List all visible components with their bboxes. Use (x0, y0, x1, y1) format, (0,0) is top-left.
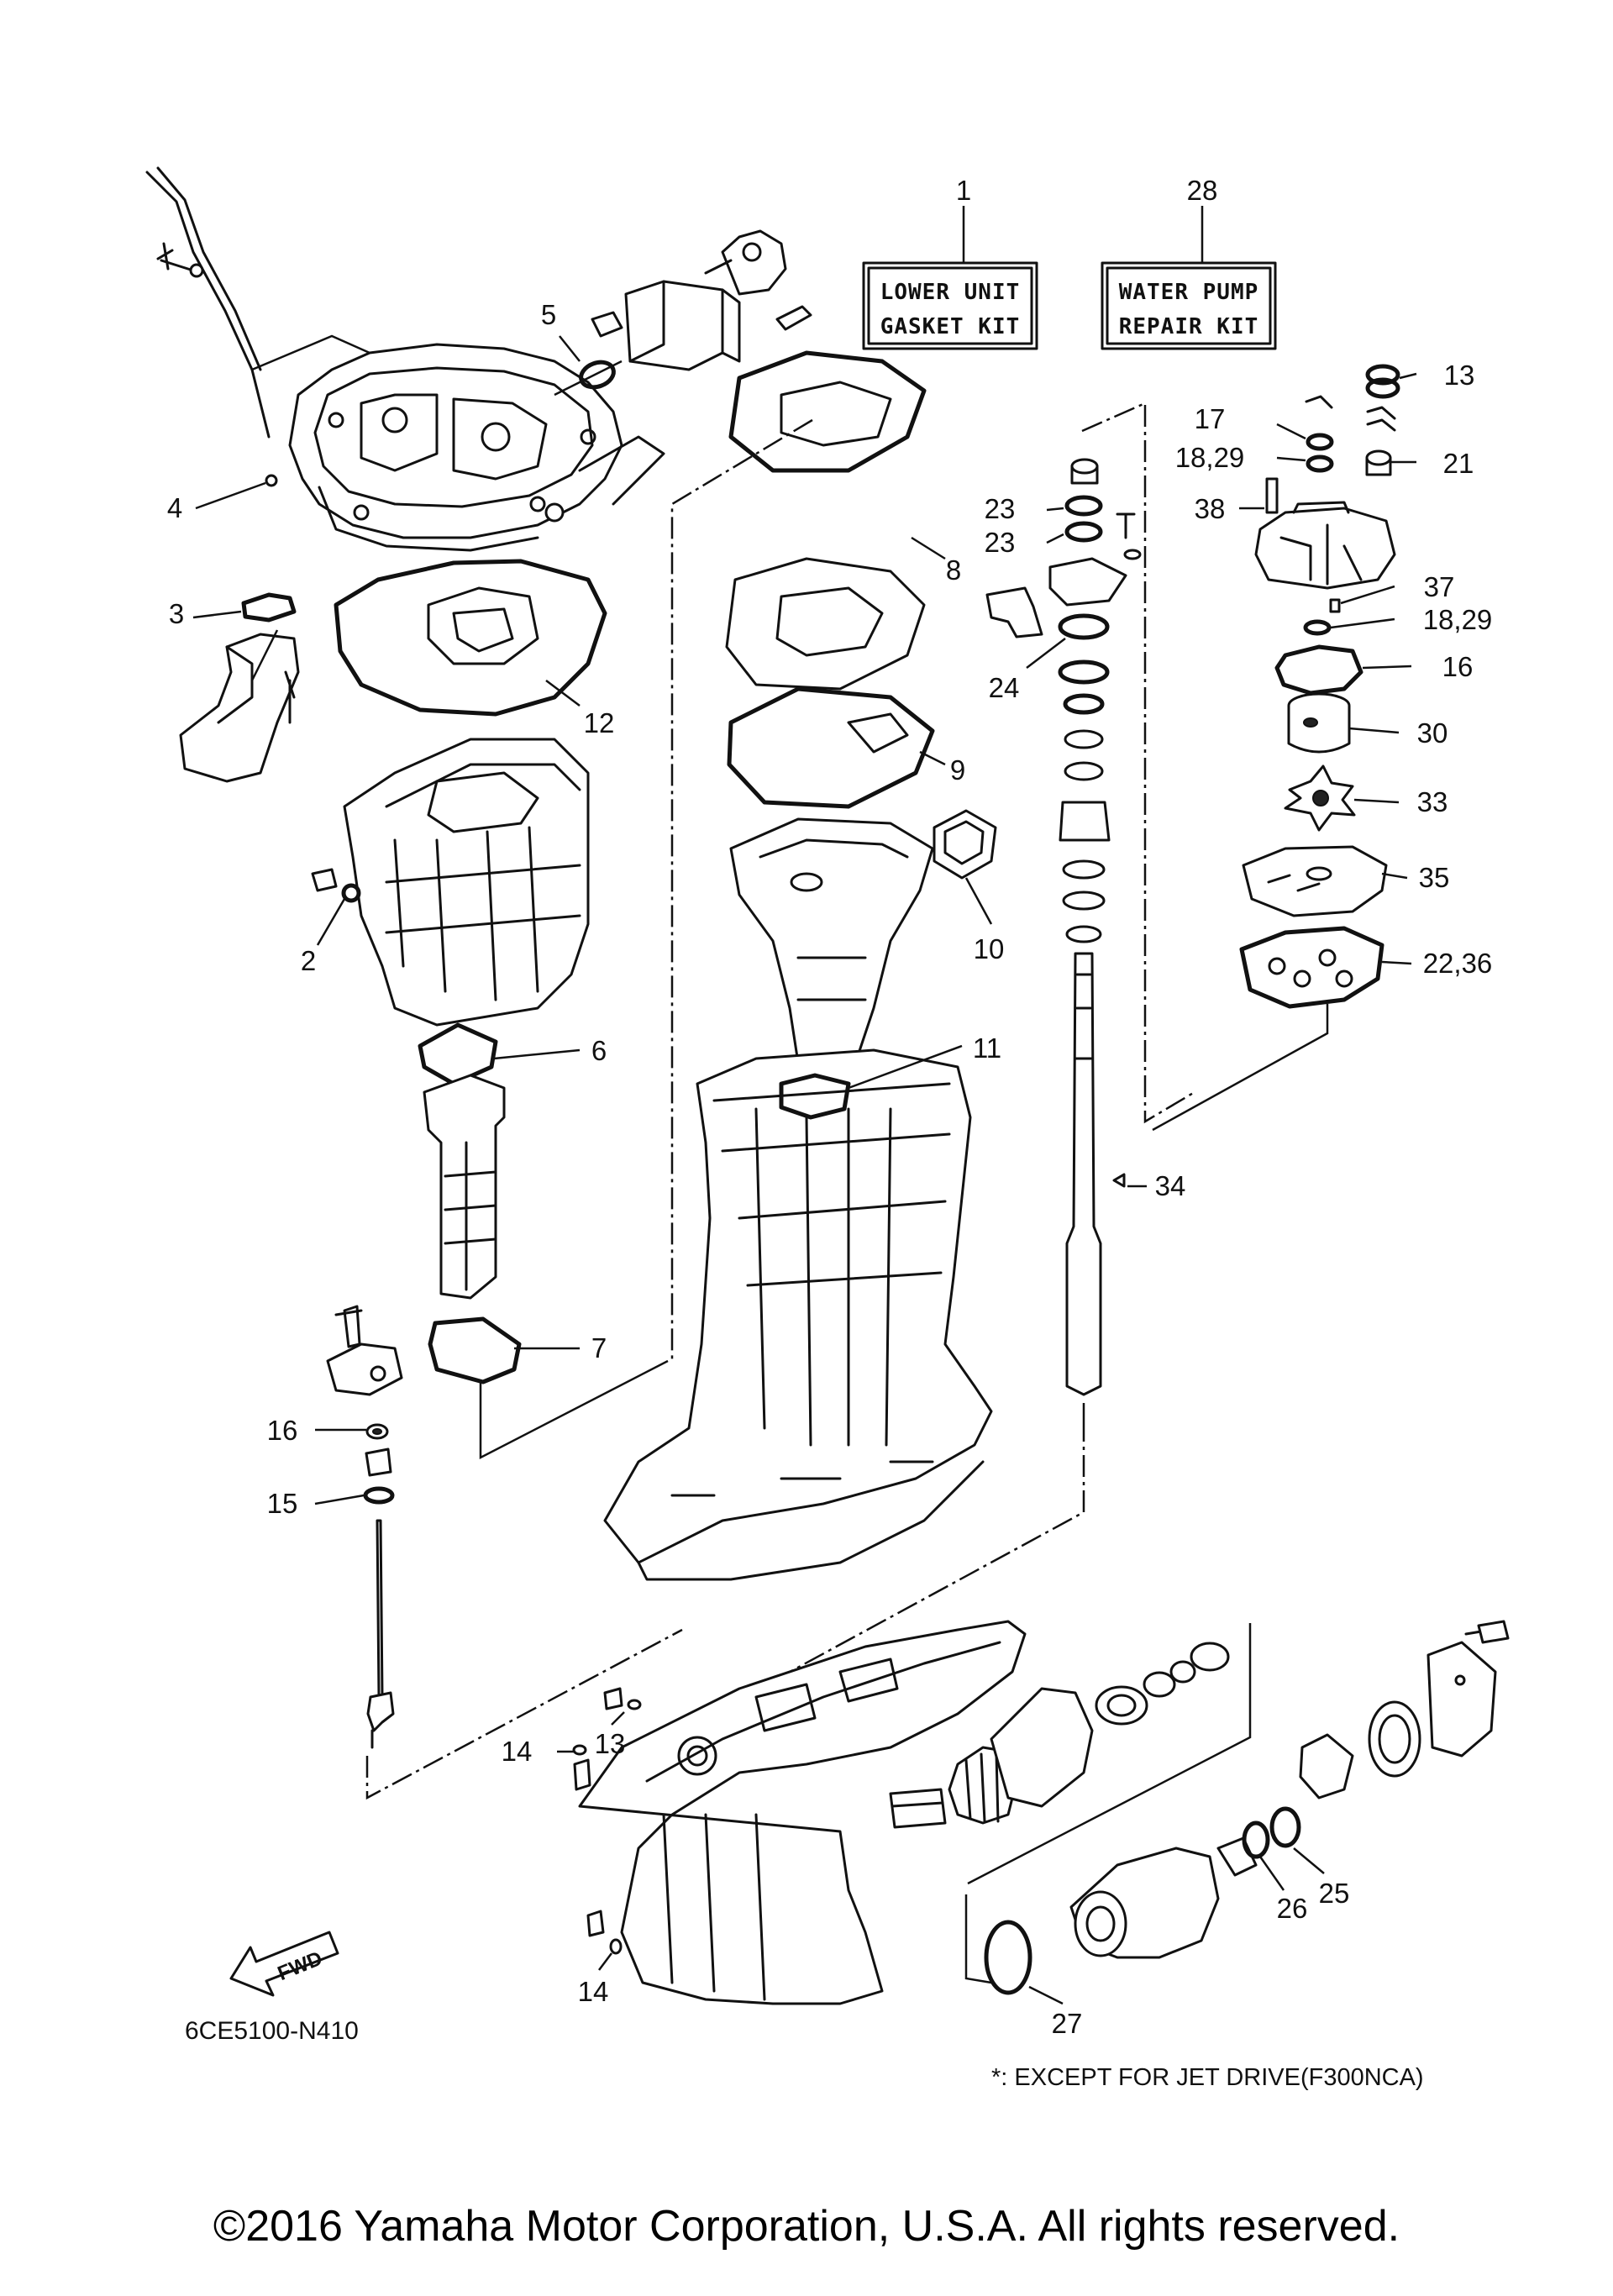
callout-17: 16 (267, 1415, 298, 1446)
water-pump-repair-kit-box: WATER PUMP REPAIR KIT 28 (1101, 175, 1277, 350)
callout-14-upper: 13 (595, 1728, 626, 1759)
callout-26: 26 (1277, 1893, 1308, 1924)
callout-15: 14 (502, 1736, 533, 1767)
kit-1-line1: LOWER UNIT (880, 280, 1021, 305)
callout-16: 15 (267, 1488, 298, 1519)
callout-12: 12 (584, 707, 615, 738)
left-column-parts: 3 12 2 6 7 (169, 559, 669, 1460)
callout-28: 28 (1187, 175, 1218, 206)
lower-casing-parts: 13 14 14 26 (502, 1620, 1510, 2039)
callout-3: 3 (169, 598, 184, 629)
callout-21: 21 (1443, 448, 1474, 479)
callout-9: 9 (950, 754, 965, 785)
callout-18-29-b: 18,29 (1175, 442, 1245, 473)
center-column-parts: 8 9 10 11 (603, 350, 1005, 1581)
callout-8: 8 (946, 554, 961, 586)
callout-33: 33 (1417, 786, 1448, 817)
callout-14-lower: 14 (578, 1976, 609, 2007)
kit-1-line2: GASKET KIT (880, 314, 1021, 339)
copyright-notice: ©2016 Yamaha Motor Corporation, U.S.A. A… (213, 2202, 1400, 2251)
callout-20-32: 18,29 (1423, 604, 1493, 635)
callout-37: 37 (1424, 571, 1455, 602)
callout-1: 1 (956, 175, 971, 206)
lower-unit-gasket-kit-box: LOWER UNIT GASKET KIT 1 (862, 175, 1038, 350)
drive-shaft-parts: 23 23 24 34 (724, 402, 1195, 1709)
callout-19-31: 16 (1442, 651, 1474, 682)
callout-11: 11 (973, 1032, 1001, 1064)
callout-23-a: 23 (985, 493, 1016, 524)
diagram-code: 6CE5100-N410 (185, 2017, 359, 2045)
kit-28-line1: WATER PUMP (1119, 280, 1259, 305)
callout-35: 35 (1419, 862, 1450, 893)
callout-23-b: 23 (985, 527, 1016, 558)
upper-casing-assembly: 5 4 (145, 166, 812, 552)
callout-25: 25 (1319, 1878, 1350, 1909)
kit-28-line2: REPAIR KIT (1119, 314, 1259, 339)
callout-30: 30 (1417, 717, 1448, 749)
callout-2: 2 (301, 945, 316, 976)
callout-4: 4 (167, 492, 182, 523)
callout-27: 27 (1052, 2008, 1083, 2039)
water-pump-parts: 13 17 18,29 21 38 37 18,29 (1152, 360, 1493, 1132)
callout-34: 34 (1155, 1170, 1186, 1201)
callout-13: 13 (1444, 360, 1475, 391)
callout-10: 10 (974, 933, 1005, 964)
callout-6: 6 (591, 1035, 607, 1066)
callout-18-29-a: 17 (1195, 403, 1226, 434)
callout-5: 5 (541, 299, 556, 330)
callout-22-36: 22,36 (1423, 948, 1493, 979)
fwd-direction-icon: FWD (229, 1931, 339, 1997)
jet-drive-note: *: EXCEPT FOR JET DRIVE(F300NCA) (991, 2064, 1424, 2091)
callout-24: 24 (989, 672, 1020, 703)
callout-7: 7 (591, 1332, 607, 1363)
callout-38: 38 (1195, 493, 1226, 524)
shift-rod-parts: 16 15 (267, 1305, 683, 1800)
